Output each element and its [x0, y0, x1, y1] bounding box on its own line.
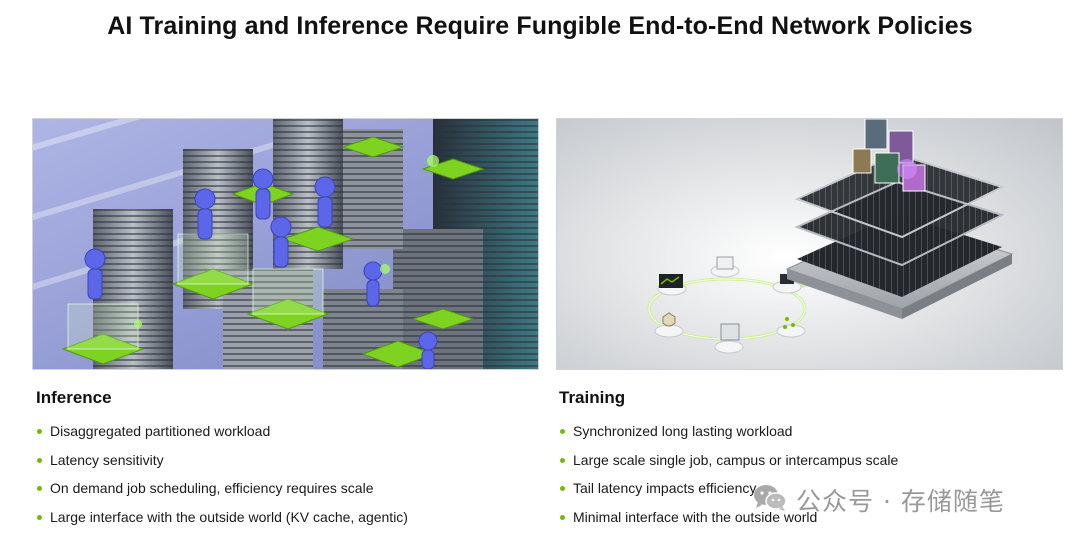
inference-bullet-list: Disaggregated partitioned workload Laten… [36, 417, 541, 531]
inference-bullet: Latency sensitivity [36, 446, 541, 475]
training-bullet-list: Synchronized long lasting workload Large… [559, 417, 1064, 531]
inference-illustration [32, 118, 539, 370]
training-bullet: Tail latency impacts efficiency [559, 474, 1064, 503]
training-bullet: Minimal interface with the outside world [559, 503, 1064, 532]
inference-bullet: Large interface with the outside world (… [36, 503, 541, 532]
training-bullet: Synchronized long lasting workload [559, 417, 1064, 446]
training-heading: Training [559, 388, 626, 407]
watermark-text: 公众号 · 存储随笔 [796, 487, 1005, 516]
training-section: Training Synchronized long lasting workl… [559, 388, 1064, 531]
watermark: 公众号 · 存储随笔 [752, 481, 1005, 519]
inference-section: Inference Disaggregated partitioned work… [36, 388, 541, 531]
inference-heading: Inference [36, 388, 112, 407]
wechat-icon [752, 483, 788, 518]
inference-bullet: Disaggregated partitioned workload [36, 417, 541, 446]
training-illustration [556, 118, 1063, 370]
inference-bullet: On demand job scheduling, efficiency req… [36, 474, 541, 503]
slide-title: AI Training and Inference Require Fungib… [107, 12, 973, 40]
training-bullet: Large scale single job, campus or interc… [559, 446, 1064, 475]
